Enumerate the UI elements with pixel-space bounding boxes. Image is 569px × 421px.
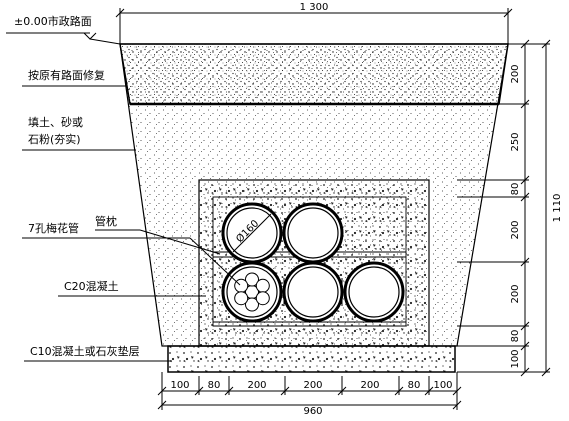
bottom-seg-4: 200 (303, 380, 322, 391)
top-width-label: 1 300 (300, 2, 329, 13)
right-seg-7: 100 (510, 349, 521, 368)
bottom-seg-6: 80 (408, 380, 421, 391)
fill-label-line2: 石粉(夯实) (28, 132, 81, 146)
pavement-layer (119, 43, 509, 106)
road-level-label: ±0.00市政路面 (14, 14, 92, 28)
bottom-seg-5: 200 (360, 380, 379, 391)
right-dimension (457, 39, 551, 377)
bottom-dimension (157, 372, 462, 410)
cushion-label: C10混凝土或石灰垫层 (30, 344, 140, 358)
concrete-label: C20混凝土 (64, 279, 119, 293)
pipe (282, 202, 344, 264)
pipe (343, 261, 405, 323)
right-seg-1: 200 (510, 64, 521, 83)
pipe-pillow-label: 管枕 (95, 214, 117, 228)
top-dimension (115, 8, 513, 44)
cushion-layer (167, 345, 456, 373)
right-total-label: 1 110 (552, 194, 563, 223)
bottom-seg-3: 200 (247, 380, 266, 391)
right-seg-3: 80 (510, 183, 521, 196)
left-annotations: ±0.00市政路面 按原有路面修复 填土、砂或 石粉(夯实) 7孔梅花管 管枕 … (6, 14, 241, 362)
right-seg-6: 80 (510, 330, 521, 343)
bottom-seg-7: 100 (433, 380, 452, 391)
bottom-seg-1: 100 (170, 380, 189, 391)
right-seg-5: 200 (510, 284, 521, 303)
fill-label-line1: 填土、砂或 (28, 115, 83, 129)
right-seg-2: 250 (510, 132, 521, 151)
pipe-name-label: 7孔梅花管 (28, 221, 79, 235)
right-seg-4: 200 (510, 220, 521, 239)
bottom-seg-2: 80 (208, 380, 221, 391)
pipe-group: Ø160 (213, 202, 406, 327)
repair-label: 按原有路面修复 (28, 68, 105, 82)
bottom-width-label: 960 (303, 406, 322, 417)
pipe (282, 261, 344, 323)
plum-blossom-pipe (221, 261, 283, 323)
